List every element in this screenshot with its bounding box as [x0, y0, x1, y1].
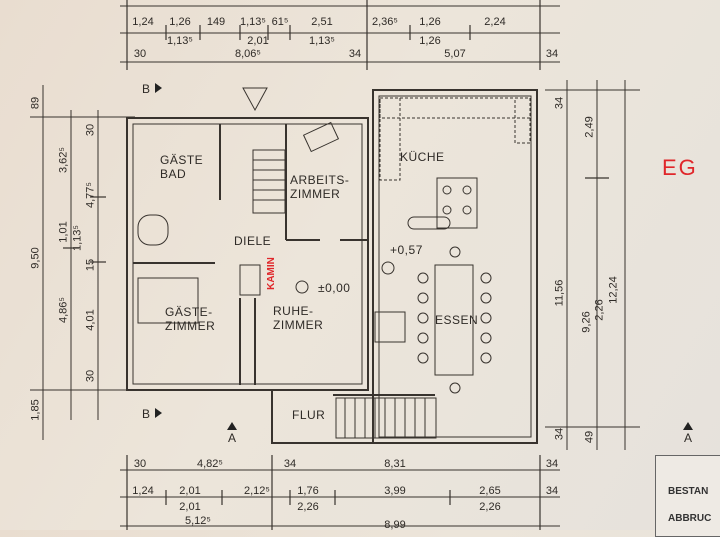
dim-label: 4,01	[84, 309, 97, 331]
dim-label: 2,49	[583, 116, 596, 138]
title-block-abbruch: ABBRUC	[668, 513, 712, 524]
dim-label: 2,01	[179, 501, 201, 513]
dim-label: 34	[553, 96, 566, 110]
section-arrows	[155, 83, 693, 430]
dim-label: 61⁵	[271, 16, 289, 28]
section-marker-b-bottom: B	[142, 407, 151, 421]
room-label-diele: DIELE	[234, 234, 272, 248]
dim-label: 9,50	[29, 247, 42, 269]
dim-label: 1,13⁵	[309, 35, 335, 47]
dim-label: 1,26	[419, 35, 441, 47]
dim-label: 9,26	[580, 311, 593, 333]
room-label-ruhezimmer: RUHE-ZIMMER	[273, 304, 324, 332]
dim-label: 1,13⁵	[167, 35, 193, 47]
room-label-arbeitszimmer: ARBEITS-ZIMMER	[290, 173, 350, 201]
room-label-kueche: KÜCHE	[400, 150, 445, 164]
dim-label: 2,12⁵	[244, 485, 270, 497]
section-marker-a-left: A	[228, 431, 237, 445]
dim-label: 8,31	[384, 458, 406, 470]
dim-label: 2,01	[247, 35, 269, 47]
level-kitchen: +0,57	[390, 243, 423, 257]
dim-label: 4,77⁵	[84, 182, 97, 208]
dim-label: 1,85	[29, 399, 42, 421]
dim-label: 2,26	[593, 299, 606, 321]
dim-label: 30	[84, 369, 97, 383]
dim-label: 15	[84, 258, 97, 272]
dim-label: 89	[29, 96, 42, 110]
dim-label: 5,12⁵	[185, 515, 211, 527]
walls	[126, 89, 538, 444]
title-block-bestand: BESTAN	[668, 486, 709, 497]
dim-label: 34	[545, 485, 559, 497]
dim-label: 1,24	[132, 16, 154, 28]
furniture	[137, 97, 531, 394]
stairs	[252, 149, 437, 439]
dim-label: 1,76	[297, 485, 319, 497]
dim-label: 4,86⁵	[57, 297, 70, 323]
dim-label: 3,62⁵	[57, 147, 70, 173]
dim-label: 2,51	[311, 16, 333, 28]
dim-label: 1,01	[57, 221, 70, 243]
dim-label: 34	[545, 48, 559, 60]
dim-label: 2,65	[479, 485, 501, 497]
dim-label: 34	[283, 458, 297, 470]
dim-label: 11,56	[553, 279, 566, 307]
dim-label: 34	[553, 427, 566, 441]
title-block: BESTAN ABBRUC	[655, 455, 720, 537]
dimension-lines	[30, 0, 640, 530]
dim-label: 34	[348, 48, 362, 60]
dim-label: 1,13⁵	[71, 225, 84, 251]
dim-label: 1,26	[419, 16, 441, 28]
dim-label: 2,36⁵	[372, 16, 398, 28]
dim-label: 12,24	[607, 276, 620, 304]
dim-label: 5,07	[444, 48, 466, 60]
dim-label: 1,24	[132, 485, 154, 497]
dim-label: 1,26	[169, 16, 191, 28]
room-label-essen: ESSEN	[435, 313, 479, 327]
dim-label: 34	[545, 458, 559, 470]
dim-label: 4,82⁵	[197, 458, 223, 470]
dim-label: 2,26	[479, 501, 501, 513]
dim-label: 8,99	[384, 519, 406, 531]
level-label-eg: EG	[662, 155, 698, 180]
entrance-triangle	[242, 87, 268, 112]
dim-label: 30	[133, 48, 147, 60]
dim-label: 30	[133, 458, 147, 470]
dim-label: 3,99	[384, 485, 406, 497]
dim-label: 149	[206, 16, 226, 28]
room-label-gaestezimmer: GÄSTE-ZIMMER	[165, 305, 216, 333]
dim-label: 2,26	[297, 501, 319, 513]
section-marker-b-top: B	[142, 82, 151, 96]
dim-label: 2,01	[179, 485, 201, 497]
room-label-flur: FLUR	[292, 408, 326, 422]
section-marker-a-right: A	[684, 431, 693, 445]
dim-label: 2,24	[484, 16, 506, 28]
dim-label: 49	[583, 430, 596, 444]
level-main: ±0,00	[318, 281, 351, 295]
dim-label: 8,06⁵	[235, 48, 261, 60]
dim-label: 1,13⁵	[240, 16, 266, 28]
kamin-annotation: KAMIN	[265, 257, 277, 290]
dim-label: 30	[84, 123, 97, 137]
